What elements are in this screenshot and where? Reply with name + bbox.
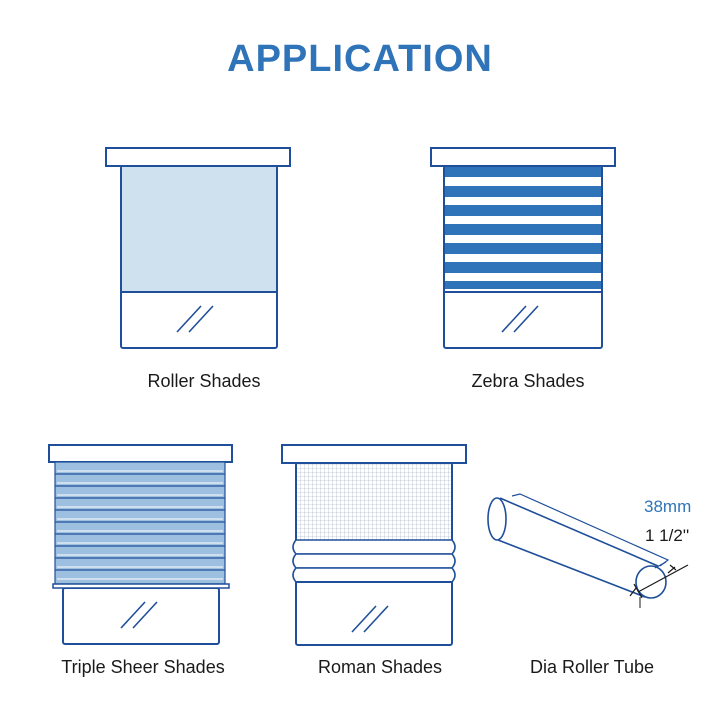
- triple-sheer-shade-icon: [48, 444, 233, 645]
- caption-triple-sheer-shades: Triple Sheer Shades: [61, 657, 225, 677]
- caption-roman-shades: Roman Shades: [317, 657, 443, 677]
- roller-shade-icon: [105, 147, 291, 349]
- zebra-shade-icon: [430, 147, 616, 349]
- tube-diameter-in: 1 1/2'': [645, 526, 690, 545]
- caption-dia-roller-tube: Dia Roller Tube: [529, 657, 655, 677]
- tube-diameter-mm: 38mm: [644, 497, 692, 516]
- roman-shade-icon: [281, 444, 467, 646]
- roller-tube-icon: [487, 493, 689, 608]
- page-title: APPLICATION: [227, 38, 493, 80]
- caption-roller-shades: Roller Shades: [147, 371, 261, 391]
- caption-zebra-shades: Zebra Shades: [471, 371, 585, 391]
